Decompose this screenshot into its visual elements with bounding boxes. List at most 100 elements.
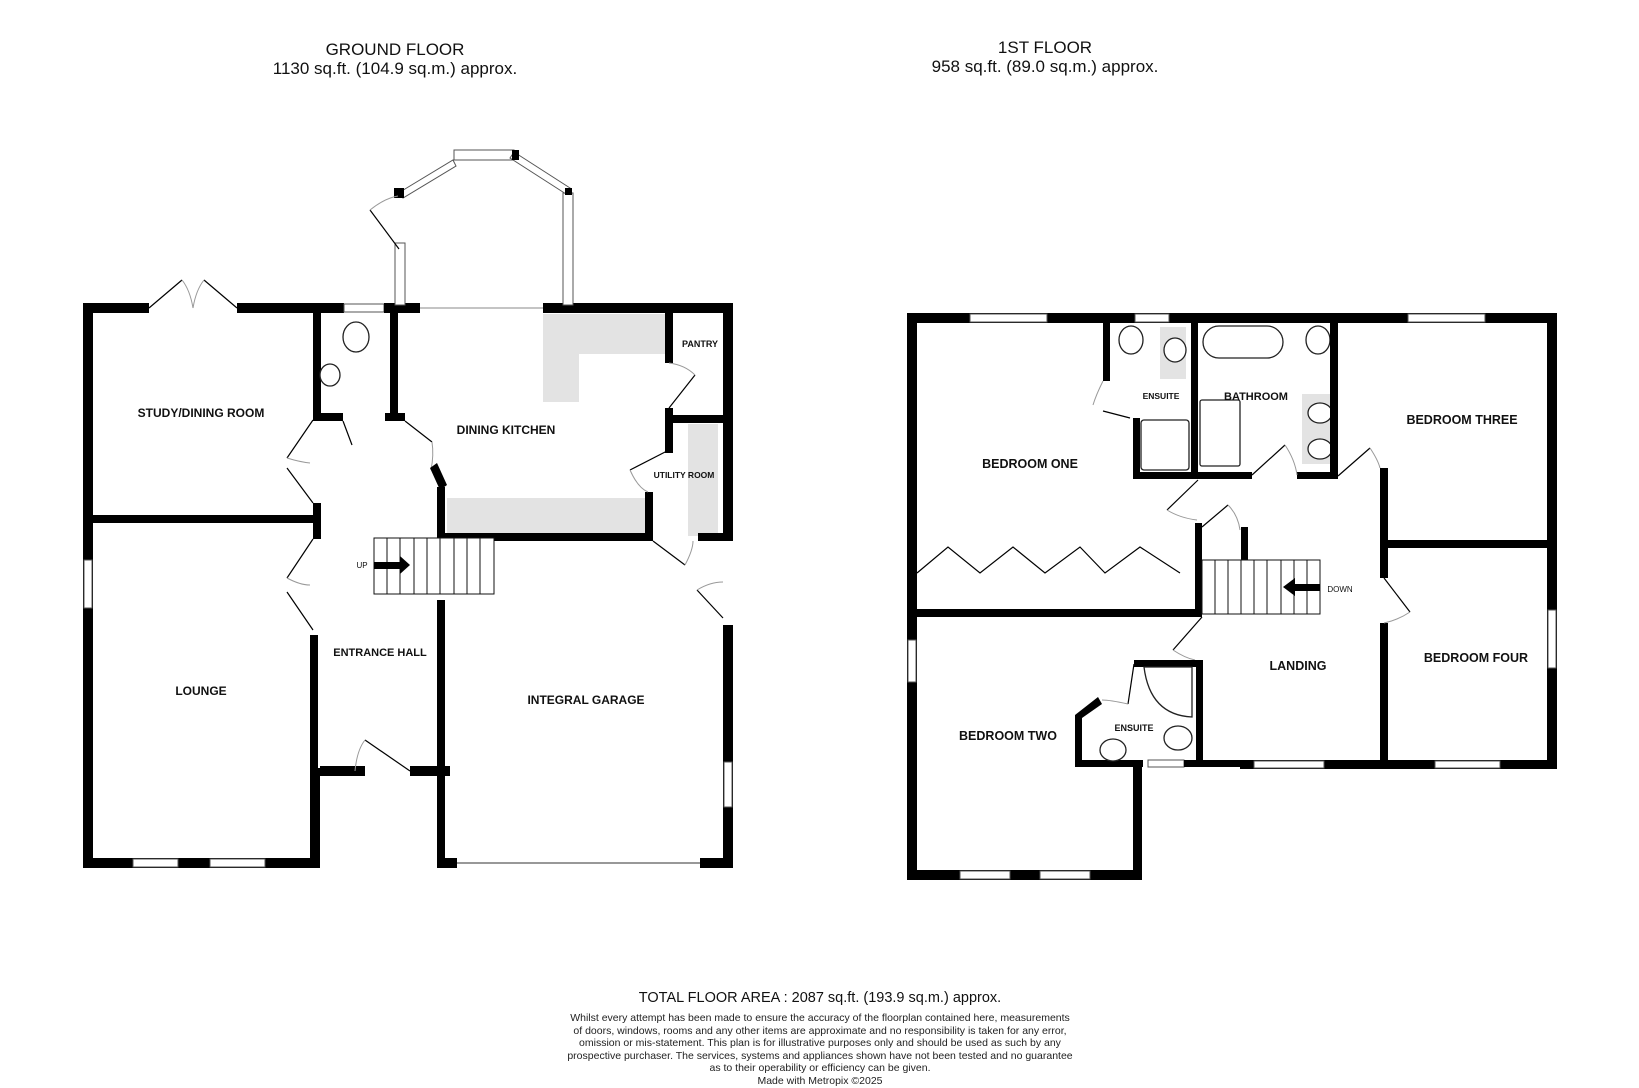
wall [1241, 527, 1248, 560]
room-label-bathroom: BATHROOM [1224, 391, 1288, 403]
basin-icon [319, 363, 341, 387]
wall [723, 303, 733, 538]
window [969, 313, 1048, 323]
disclaimer-line: as to their operability or efficiency ca… [709, 1062, 931, 1075]
room-label-bedroom-four: BEDROOM FOUR [1424, 651, 1528, 665]
wall [907, 313, 1557, 323]
ground-floor-heading: GROUND FLOOR 1130 sq.ft. (104.9 sq.m.) a… [230, 40, 560, 78]
window [723, 761, 733, 808]
basin-icon [1307, 438, 1333, 460]
wall [1133, 760, 1142, 880]
wall [320, 766, 365, 776]
stairs-up-label: UP [356, 561, 367, 570]
window [1407, 313, 1486, 323]
window [1134, 313, 1170, 323]
footer: TOTAL FLOOR AREA : 2087 sq.ft. (193.9 sq… [520, 990, 1120, 1088]
window [1147, 759, 1185, 768]
room-label-bedroom-two: BEDROOM TWO [959, 729, 1057, 743]
wall [665, 408, 673, 453]
bay-window [369, 149, 574, 306]
first-floor-plan [907, 313, 1557, 880]
wall [1191, 323, 1198, 478]
room-label-study: STUDY/DINING ROOM [138, 406, 265, 420]
wall [723, 625, 733, 868]
basin-icon [1099, 738, 1127, 762]
room-label-pantry: PANTRY [682, 339, 718, 349]
wall [310, 768, 320, 868]
wall [313, 413, 343, 421]
window [132, 858, 179, 868]
window [1547, 609, 1557, 669]
wall [313, 503, 321, 539]
disclaimer-line: of doors, windows, rooms and any other i… [573, 1024, 1067, 1037]
disclaimer-line: Whilst every attempt has been made to en… [570, 1012, 1070, 1024]
room-label-ensuite-1: ENSUITE [1143, 391, 1180, 401]
wall [83, 303, 149, 313]
wall [1380, 540, 1557, 548]
first-floor-heading: 1ST FLOOR 958 sq.ft. (89.0 sq.m.) approx… [880, 38, 1210, 76]
wall [665, 313, 673, 363]
wall [700, 858, 733, 868]
wall [385, 413, 405, 421]
wall [645, 492, 653, 541]
stairs-up [373, 537, 495, 595]
wardrobe-doors [916, 546, 1181, 574]
wall [93, 515, 313, 523]
disclaimer-line: prospective purchaser. The services, sys… [567, 1049, 1073, 1062]
ground-floor-plan [83, 149, 733, 868]
bathtub-icon [1202, 325, 1284, 359]
window [209, 858, 266, 868]
basin-icon [1307, 402, 1333, 424]
wall [1133, 472, 1248, 479]
wall [907, 870, 1142, 880]
room-label-garage: INTEGRAL GARAGE [527, 693, 644, 707]
credit: Made with Metropix ©2025 [757, 1074, 883, 1087]
wall [1075, 760, 1143, 767]
disclaimer-line: omission or mis-statement. This plan is … [579, 1037, 1061, 1050]
wall [1330, 323, 1338, 479]
ground-floor-title: GROUND FLOOR [325, 40, 465, 59]
stairs-arrow-icon [1295, 584, 1320, 591]
wall [310, 635, 318, 768]
wall [665, 415, 725, 423]
wall [1380, 468, 1388, 578]
wall [437, 858, 457, 868]
shower-icon [1140, 419, 1190, 471]
ground-floor-area: 1130 sq.ft. (104.9 sq.m.) approx. [272, 59, 518, 78]
window [83, 559, 93, 609]
wall [1134, 660, 1202, 667]
kitchen-worktop [447, 498, 647, 534]
wall [907, 313, 917, 880]
stairs-down [1201, 559, 1321, 615]
first-floor-area: 958 sq.ft. (89.0 sq.m.) approx. [931, 57, 1159, 76]
room-label-utility: UTILITY ROOM [654, 470, 715, 480]
room-label-landing: LANDING [1270, 659, 1327, 673]
stairs-arrow-icon [374, 562, 400, 569]
wall [430, 463, 447, 490]
wall [1075, 697, 1102, 762]
toilet-icon [342, 321, 370, 353]
room-label-bedroom-three: BEDROOM THREE [1406, 413, 1517, 427]
wall [1133, 418, 1140, 478]
wall [410, 766, 450, 776]
first-floor-title: 1ST FLOOR [997, 38, 1093, 57]
wall [1380, 623, 1388, 769]
window [1434, 760, 1501, 769]
window [959, 870, 1011, 880]
wall [384, 303, 420, 313]
utility-worktop [688, 424, 718, 536]
room-label-entrance-hall: ENTRANCE HALL [333, 647, 427, 659]
total-floor-area: TOTAL FLOOR AREA : 2087 sq.ft. (193.9 sq… [638, 990, 1002, 1006]
wall [917, 609, 1202, 617]
wall [437, 533, 652, 541]
wall [437, 600, 445, 868]
wall [390, 308, 398, 420]
wall [1240, 760, 1557, 769]
shower-icon [1199, 399, 1241, 467]
wall [698, 533, 733, 541]
wall [543, 303, 733, 313]
wall [1297, 472, 1338, 479]
wall [1184, 760, 1240, 767]
wall [1195, 523, 1202, 617]
